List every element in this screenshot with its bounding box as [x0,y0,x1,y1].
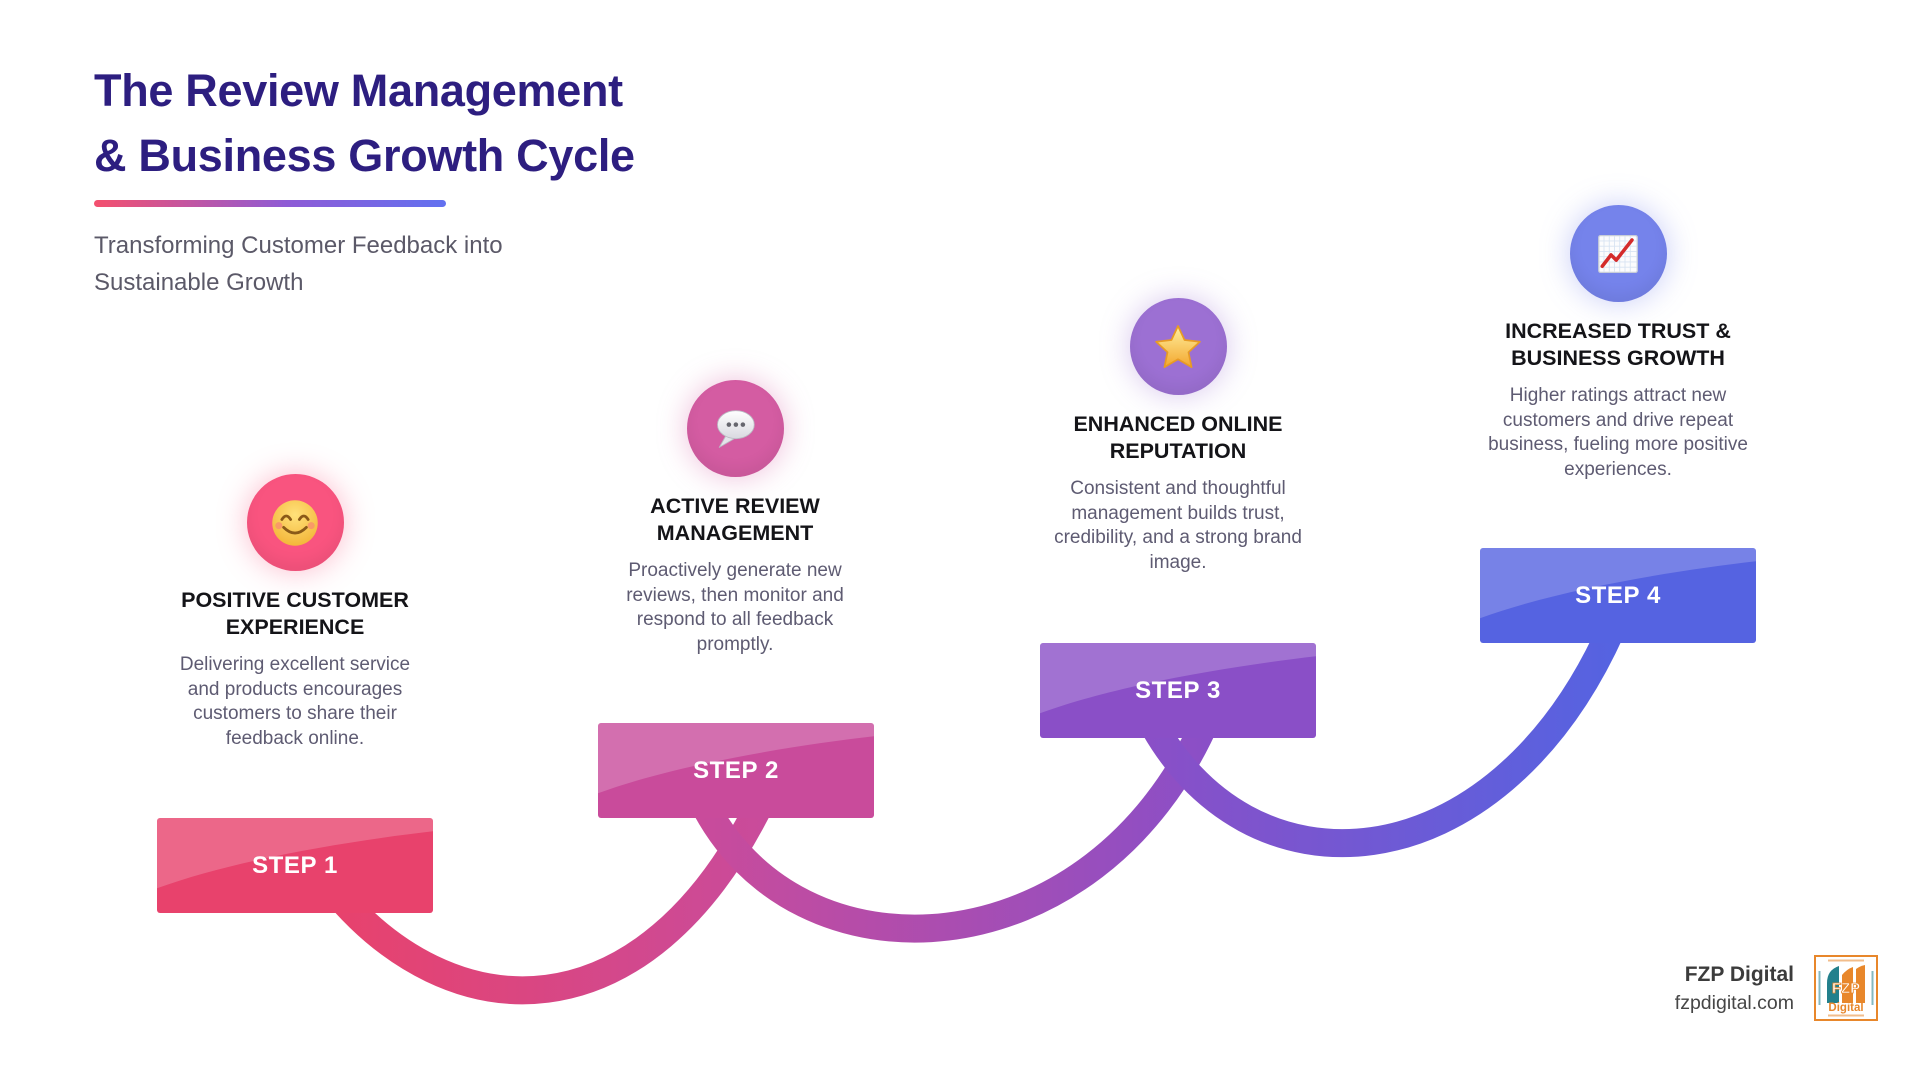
page-subtitle: Transforming Customer Feedback into Sust… [94,227,635,301]
fzp-digital-logo-icon: FZP Digital [1814,955,1878,1021]
step3-label: STEP 3 [1135,676,1221,704]
step3-box: STEP 3 [1040,643,1316,738]
footer: FZP Digital fzpdigital.com FZP Digital [1675,955,1878,1021]
step2-column: ACTIVE REVIEW MANAGEMENT Proactively gen… [585,380,885,657]
smiling-face-icon [272,499,318,546]
connector-step1-step2 [319,793,775,1005]
step4-column: INCREASED TRUST & BUSINESS GROWTH Higher… [1468,205,1768,482]
page-title-line1: The Review Management [94,65,623,116]
step3-icon-badge [1129,298,1227,395]
box-gloss [1040,643,1316,714]
page-title: The Review Management & Business Growth … [94,58,635,188]
connector-step3-step4 [1135,622,1625,858]
brand-text: FZP Digital fzpdigital.com [1675,960,1794,1017]
step2-description: Proactively generate new reviews, then m… [626,560,844,655]
box-gloss [157,818,433,889]
step4-box: STEP 4 [1480,548,1756,643]
logo-letters: FZP [1832,980,1860,997]
step4-heading: INCREASED TRUST & BUSINESS GROWTH [1505,319,1731,370]
title-underline [94,200,446,207]
step3-column: ENHANCED ONLINE REPUTATION Consistent an… [1028,298,1328,575]
step2-box: STEP 2 [598,723,874,818]
brand-logo: FZP Digital [1814,955,1878,1021]
box-gloss [598,723,874,794]
step2-label: STEP 2 [693,756,779,784]
step3-description: Consistent and thoughtful management bui… [1054,478,1302,573]
step1-column: POSITIVE CUSTOMER EXPERIENCE Delivering … [145,474,445,751]
step2-icon-badge [686,380,784,477]
step1-description: Delivering excellent service and product… [179,654,411,749]
step2-heading: ACTIVE REVIEW MANAGEMENT [650,494,820,545]
step4-label: STEP 4 [1575,581,1661,609]
page-title-line2: & Business Growth Cycle [94,130,635,181]
connector-step2-step3 [689,712,1220,943]
speech-balloon-icon [717,409,755,448]
step1-label: STEP 1 [252,851,338,879]
box-gloss [1480,548,1756,619]
brand-name: FZP Digital [1684,962,1794,986]
step1-heading: POSITIVE CUSTOMER EXPERIENCE [181,588,409,639]
chart-increasing-icon [1598,234,1638,273]
step4-description: Higher ratings attract new customers and… [1488,385,1748,480]
logo-word: Digital [1828,1002,1863,1014]
step1-box: STEP 1 [157,818,433,913]
step1-icon-badge [246,474,344,571]
step3-heading: ENHANCED ONLINE REPUTATION [1073,412,1283,463]
header: The Review Management & Business Growth … [94,58,635,301]
page-subtitle-line2: Sustainable Growth [94,269,304,296]
star-icon [1155,324,1201,368]
page-subtitle-line1: Transforming Customer Feedback into [94,232,503,259]
brand-website: fzpdigital.com [1674,991,1794,1014]
step4-icon-badge [1569,205,1667,302]
